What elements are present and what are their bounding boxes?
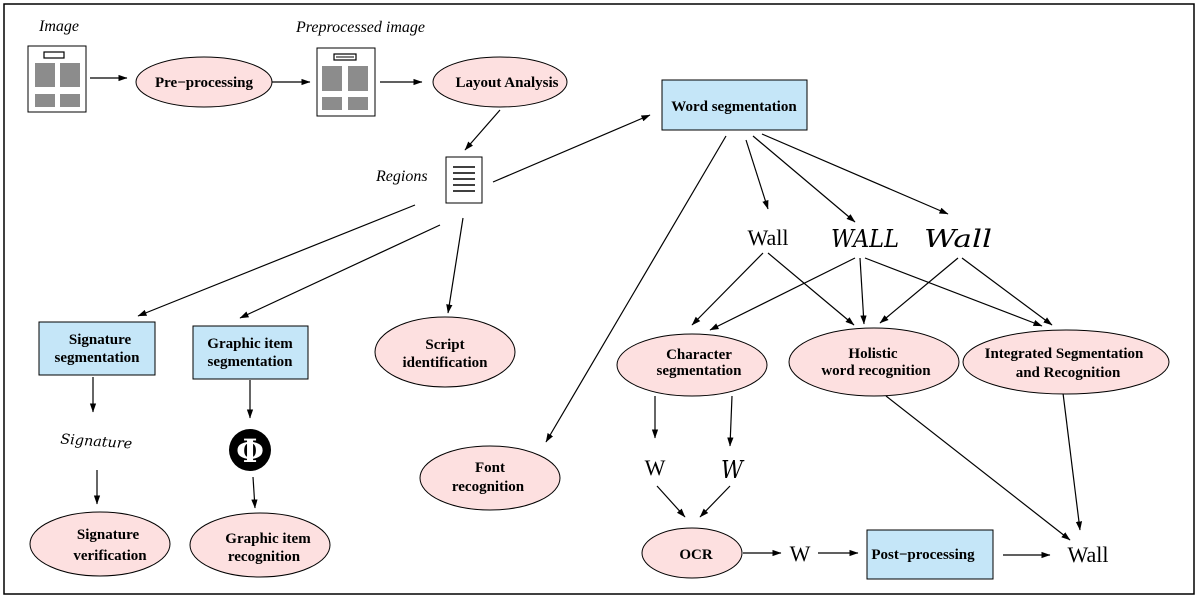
- node-font-recognition: Font recognition: [419, 445, 561, 511]
- edge-w-hand-to-ocr: [699, 485, 731, 518]
- word-segmentation-label: Word segmentation: [671, 99, 797, 115]
- preprocessing-label: Pre−processing: [155, 75, 253, 91]
- edge-word-seg-to-wall: [745, 139, 769, 210]
- signature-sample-image: Signature: [60, 432, 133, 453]
- graphic-item-recognition-label-1: Graphic item: [225, 531, 311, 547]
- node-signature-verification: Signature verification: [29, 511, 171, 577]
- font-recognition-label-2: recognition: [452, 479, 525, 495]
- edges: [89, 74, 1083, 559]
- preprocessed-image-thumbnail: [316, 47, 376, 117]
- graphic-symbol-image: Φ: [229, 429, 271, 471]
- signature-segmentation-label-1: Signature: [69, 332, 132, 348]
- character-segmentation-label-2: segmentation: [657, 363, 743, 379]
- graphic-item-recognition-label-2: recognition: [228, 549, 301, 565]
- font-recognition-label-1: Font: [475, 460, 505, 476]
- edge-symbol-to-graphicrec: [251, 476, 258, 509]
- word-wall-final: Wall: [1068, 542, 1109, 567]
- edge-word-seg-to-font: [545, 135, 727, 443]
- edge-wallcaps-to-holistic: [859, 257, 867, 325]
- character-segmentation-label-1: Character: [666, 347, 732, 363]
- edge-integrated-to-wall: [1062, 392, 1083, 531]
- edge-regions-to-word-seg: [492, 114, 651, 183]
- node-holistic-word-recognition: Holistic word recognition: [788, 327, 960, 397]
- letter-w-printed: W: [645, 455, 666, 480]
- signature-segmentation-label-2: segmentation: [55, 350, 141, 366]
- graphic-symbol-glyph: Φ: [236, 432, 264, 470]
- node-graphic-item-recognition: Graphic item recognition: [189, 512, 331, 578]
- edge-layout-to-regions: [464, 109, 501, 151]
- script-identification-label-2: identification: [403, 355, 489, 371]
- node-preprocessing: Pre−processing: [135, 56, 273, 108]
- regions-caption: Regions: [375, 168, 428, 185]
- layout-analysis-label: Layout Analysis: [456, 75, 559, 91]
- edge-wallcaps-to-charseg: [709, 257, 856, 331]
- graphic-item-segmentation-label-2: segmentation: [208, 354, 294, 370]
- edge-regions-to-script-id: [446, 217, 464, 314]
- node-post-processing: Post−processing: [866, 529, 994, 580]
- integrated-label-1: Integrated Segmentation: [985, 346, 1144, 362]
- word-wall-handwritten-cursive: Wall: [924, 225, 992, 253]
- holistic-label-2: word recognition: [821, 363, 931, 379]
- edge-regions-to-signature-seg: [137, 204, 416, 317]
- node-character-segmentation: Character segmentation: [616, 333, 768, 397]
- letter-w-after-ocr: W: [790, 541, 811, 566]
- script-identification-label-1: Script: [425, 337, 464, 353]
- node-graphic-item-segmentation: Graphic item segmentation: [192, 325, 309, 380]
- preprocessed-image-caption: Preprocessed image: [295, 19, 425, 36]
- node-signature-segmentation: Signature segmentation: [38, 321, 156, 376]
- edge-word-seg-to-wall-caps: [752, 135, 856, 223]
- node-ocr: OCR: [641, 527, 743, 579]
- graphic-item-segmentation-label-1: Graphic item: [207, 336, 293, 352]
- edge-word-seg-to-wall-cursive: [761, 133, 949, 215]
- edge-holistic-to-wall: [885, 395, 1071, 541]
- signature-verification-label-2: verification: [73, 548, 147, 564]
- holistic-label-1: Holistic: [848, 346, 898, 362]
- node-word-segmentation: Word segmentation: [661, 79, 808, 131]
- post-processing-label: Post−processing: [871, 547, 975, 563]
- edge-w-printed-to-ocr: [656, 485, 686, 518]
- regions-document-icon: [445, 156, 483, 204]
- node-layout-analysis: Layout Analysis: [432, 56, 568, 108]
- node-integrated-segmentation: Integrated Segmentation and Recognition: [962, 329, 1170, 395]
- node-script-identification: Script identification: [374, 316, 516, 388]
- edge-charseg-to-w-hand: [727, 395, 734, 447]
- word-wall-printed: Wall: [748, 225, 789, 250]
- ocr-label: OCR: [679, 547, 713, 563]
- edge-wallcursive-to-integrated: [961, 257, 1053, 326]
- edge-wall-to-holistic: [767, 252, 855, 326]
- edge-regions-to-graphic-seg: [239, 224, 441, 319]
- image-caption: Image: [38, 18, 79, 35]
- edge-wallcursive-to-holistic: [879, 257, 959, 324]
- image-thumbnail: [27, 45, 87, 113]
- signature-verification-label-1: Signature: [77, 527, 140, 543]
- diagram-frame: [3, 3, 1195, 595]
- word-wall-handwritten-caps: WALL: [831, 225, 899, 253]
- edge-wallcaps-to-integrated: [864, 257, 1043, 327]
- letter-w-handwritten: W: [721, 456, 745, 484]
- integrated-label-2: and Recognition: [1016, 365, 1121, 381]
- edge-wall-to-charseg: [691, 252, 764, 326]
